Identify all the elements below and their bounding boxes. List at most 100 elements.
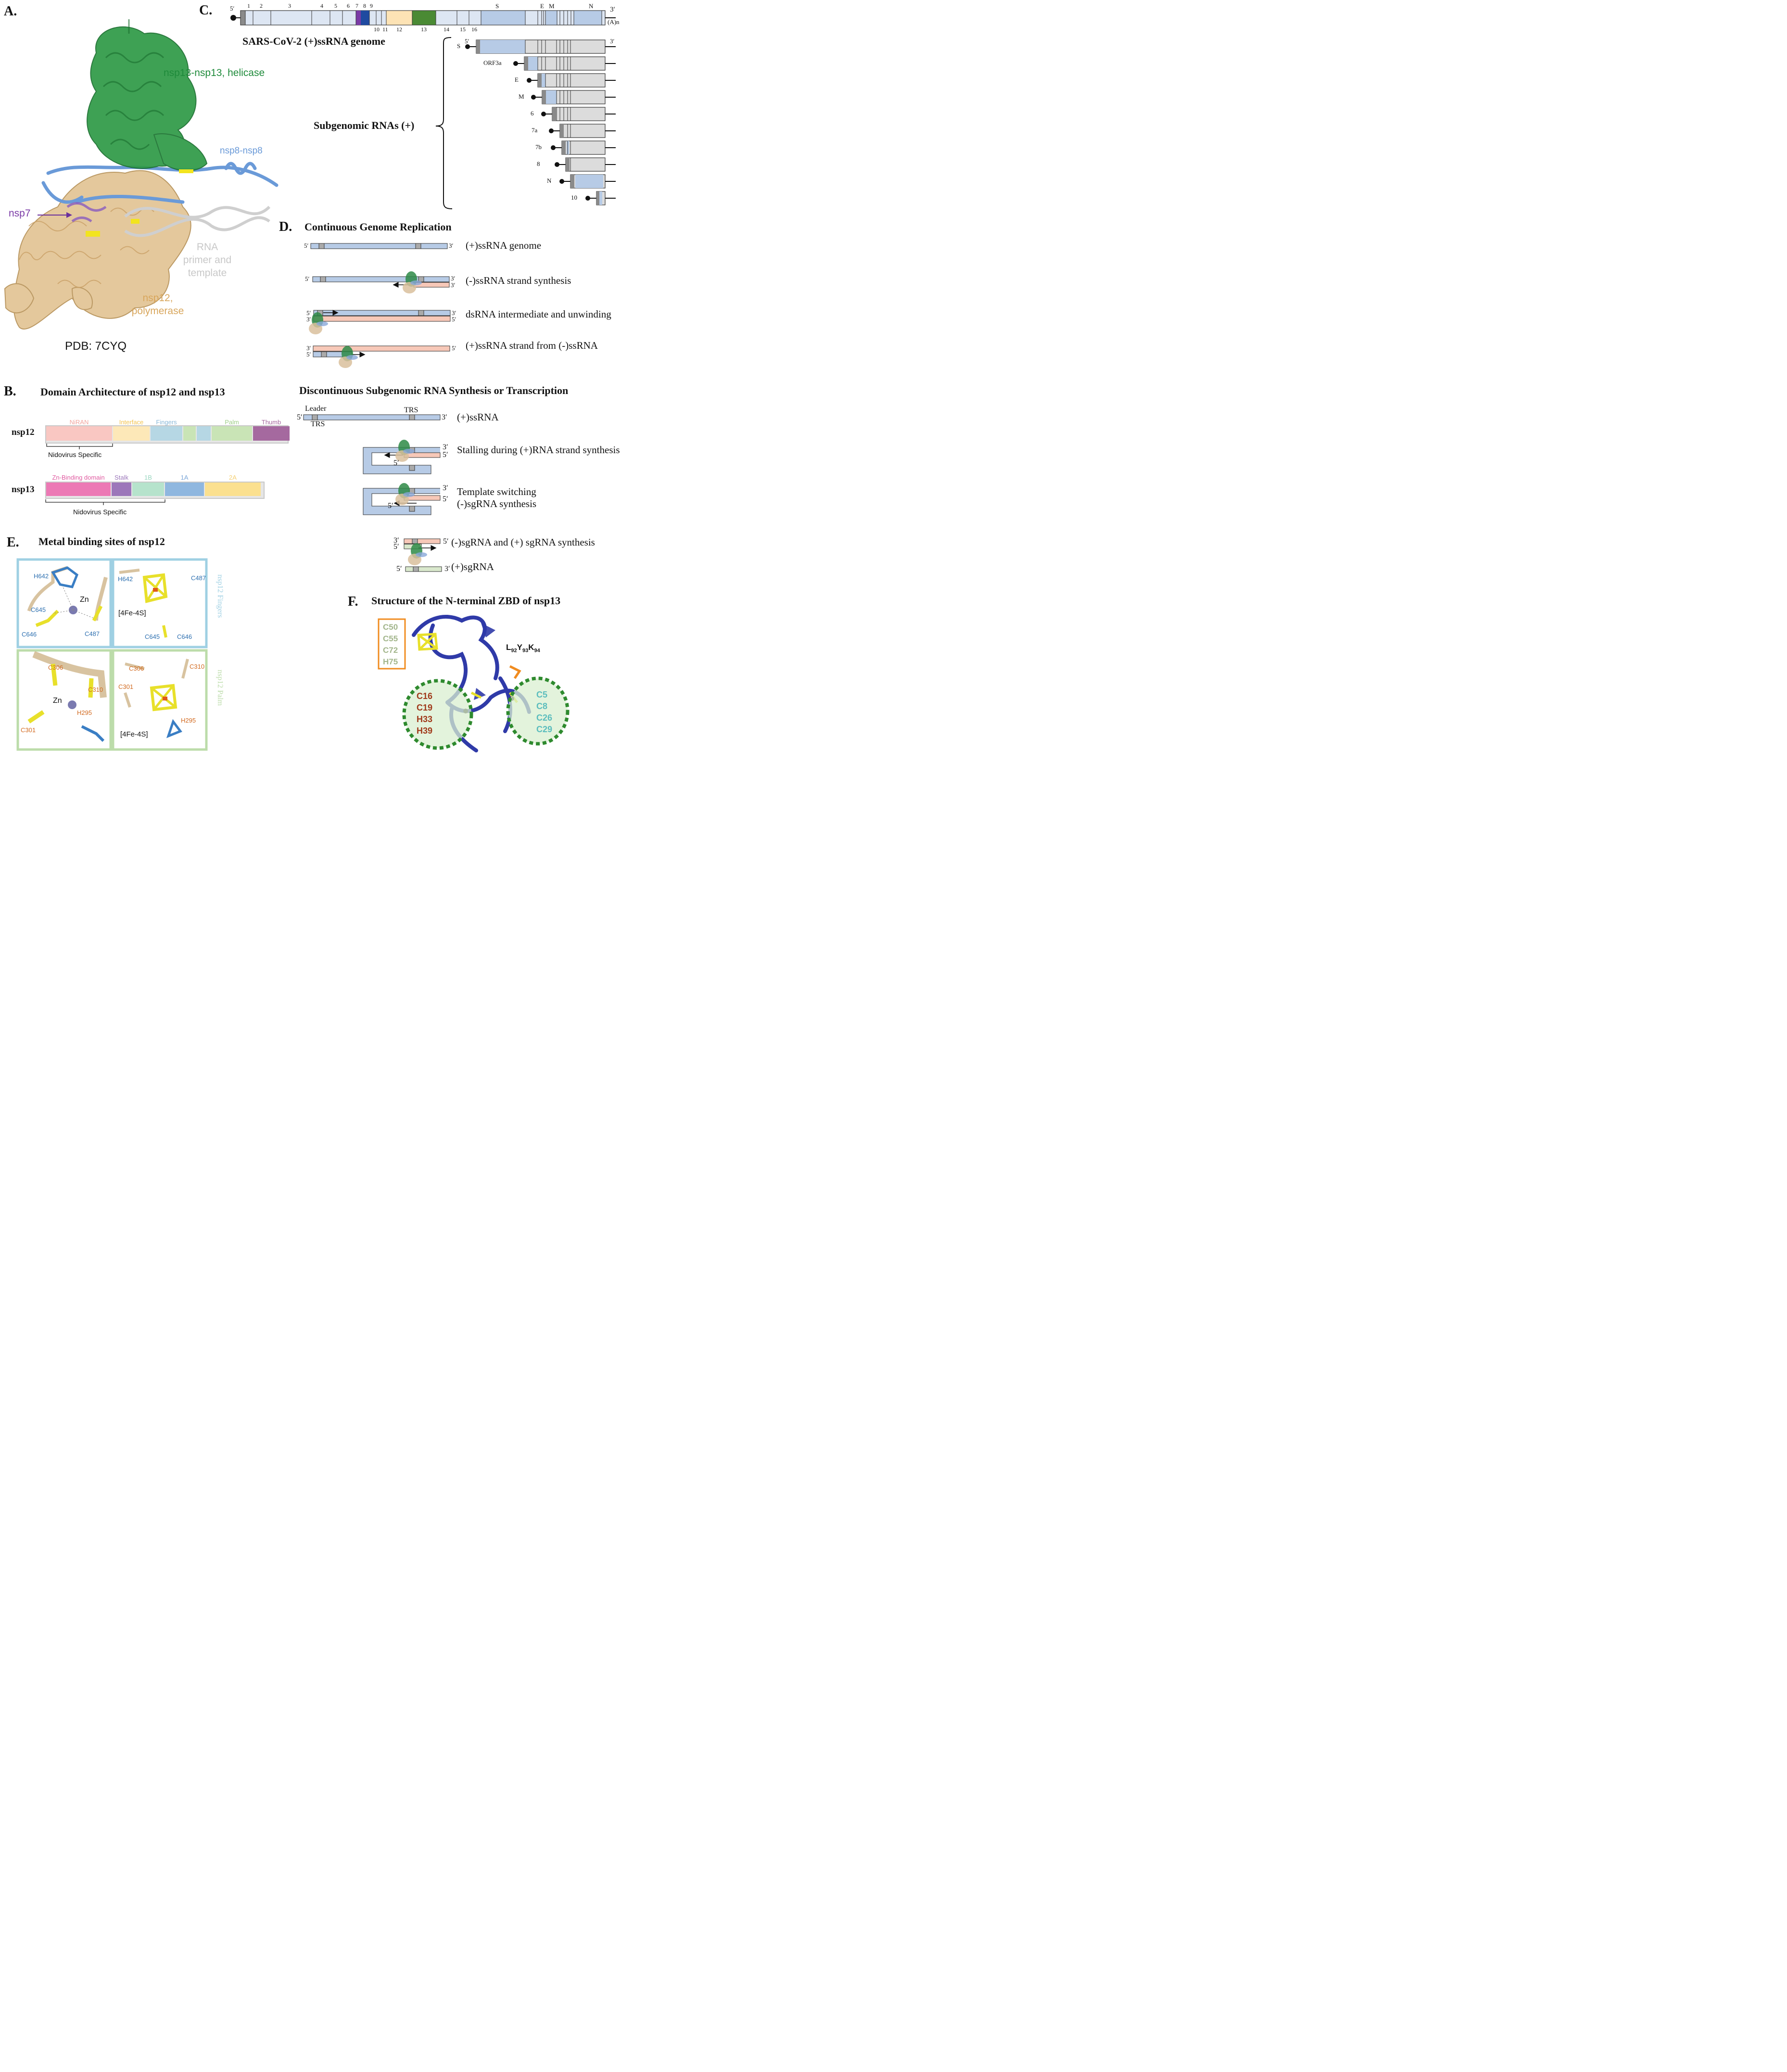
- box-res-3: C72: [383, 646, 398, 655]
- subgenomic-label: Subgenomic RNAs (+): [314, 119, 415, 131]
- sgrna-mark: [528, 57, 538, 70]
- polymerase-label-line2: polymerase: [131, 305, 184, 317]
- strand-end: 3′: [452, 309, 456, 317]
- strand-end: 5′: [452, 344, 456, 352]
- tl-c645: C645: [31, 606, 46, 613]
- genome-top-number: 2: [260, 2, 263, 9]
- nsp13-domain: [46, 483, 111, 496]
- rna-label: RNA primer and template: [181, 241, 234, 280]
- strand-end: 5′: [393, 459, 399, 467]
- strand-end: 3′: [306, 344, 311, 352]
- sgrna-label: ORF3a: [483, 59, 502, 66]
- right-site-residues: C5 C8 C26 C29: [536, 689, 552, 735]
- box-residues: C50 C55 C72 H75: [383, 622, 398, 668]
- strand-end: 5′: [297, 413, 303, 421]
- genome-bottom-number: 16: [471, 26, 477, 33]
- strand-end: 5′: [388, 502, 393, 510]
- leader-label: Leader: [305, 405, 327, 413]
- panel-e-title: Metal binding sites of nsp12: [38, 535, 165, 547]
- strand-end: 5′: [452, 316, 456, 323]
- nsp13-bracket-label: Nidovirus Specific: [73, 508, 127, 516]
- replication-diagram: [303, 243, 451, 572]
- right-res-1: C5: [536, 690, 548, 699]
- genome-top-number: 8: [363, 2, 366, 9]
- sgrna-mark: [570, 175, 574, 188]
- nsp13-name: nsp13: [12, 484, 35, 495]
- genome-label: SARS-CoV-2 (+)ssRNA genome: [242, 35, 385, 47]
- strand-end: 3′: [444, 565, 450, 573]
- sgrna-mark: [476, 40, 480, 53]
- strand-end: 5′: [443, 495, 448, 503]
- box-res-4: H75: [383, 657, 398, 666]
- genome-top-number: 7: [355, 2, 358, 9]
- tr-c645: C645: [145, 633, 160, 640]
- nsp13-domain-label: 1A: [180, 474, 189, 481]
- genome-bottom-number: 12: [396, 26, 402, 33]
- nsp13-domain: [165, 483, 204, 496]
- genome-structural-label: S: [495, 2, 499, 10]
- panel-b-title: Domain Architecture of nsp12 and nsp13: [40, 386, 225, 398]
- nsp13-domain-label: Stalk: [114, 474, 128, 481]
- d2-row5: (+)sgRNA: [451, 561, 494, 572]
- rna-helix: [124, 205, 271, 237]
- panel-a-letter: A.: [4, 4, 17, 19]
- rna-label-line3: template: [188, 267, 227, 279]
- sgrna-label: S: [457, 42, 461, 50]
- motif-n-3: 94: [534, 648, 540, 654]
- strand-end: 3′: [306, 316, 311, 323]
- nsp8-label: nsp8-nsp8: [220, 146, 263, 156]
- tr-c646: C646: [177, 633, 192, 640]
- nsp13-domain: [132, 483, 164, 496]
- sgrna-mark: [560, 124, 564, 138]
- tl-h642: H642: [34, 572, 49, 580]
- zbd-structure: [378, 615, 570, 752]
- d2-row1: (+)ssRNA: [457, 411, 499, 423]
- sg-three: 3′: [610, 38, 615, 45]
- helicase-ribbon: [87, 26, 208, 171]
- sgrna-label: E: [515, 76, 519, 83]
- panel-c-letter: C.: [199, 3, 213, 18]
- strand-end: 5′: [306, 309, 311, 317]
- left-res-2: C19: [417, 703, 433, 712]
- sgrna-mark: [537, 73, 606, 88]
- panel-f-letter: F.: [348, 594, 358, 609]
- tl-c487: C487: [85, 630, 100, 637]
- sgrna-mark: [524, 57, 528, 70]
- trs-label-1: TRS: [311, 420, 325, 428]
- genome-bottom-number: 15: [460, 26, 466, 33]
- genome-five: 5′: [230, 5, 235, 12]
- tl-c646: C646: [22, 631, 37, 638]
- sgrna-label: N: [547, 177, 552, 184]
- motif-label: L92Y93K94: [506, 643, 540, 653]
- strand-end: 5′: [304, 242, 309, 249]
- left-res-1: C16: [417, 691, 433, 701]
- d2-row2: Stalling during (+)RNA strand synthesis: [457, 444, 620, 456]
- nsp12-domain-label: Palm: [225, 419, 239, 426]
- sgrna-mark: [552, 107, 606, 121]
- bl-zn: Zn: [53, 697, 62, 705]
- sgrna-mark: [542, 90, 546, 104]
- sgrna-mark: [566, 158, 570, 171]
- genome-bottom-number: 11: [382, 26, 388, 33]
- nsp12-domain: [183, 426, 196, 441]
- genome-structural-label: N: [589, 2, 594, 10]
- nsp13-domain-label: 1B: [144, 474, 152, 481]
- sgrna-label: 7b: [535, 143, 542, 151]
- nsp13-domain: [112, 483, 131, 496]
- genome-polya: (A)n: [608, 18, 620, 25]
- strand-end: 5′: [396, 565, 402, 573]
- d-row2: (-)ssRNA strand synthesis: [466, 275, 571, 286]
- genome-bottom-number: 10: [374, 26, 380, 33]
- br-c301: C301: [118, 683, 134, 690]
- sgrna-mark: [480, 40, 525, 53]
- right-res-2: C8: [536, 701, 548, 711]
- sgrna-mark: [599, 191, 602, 205]
- tl-zn: Zn: [80, 596, 89, 604]
- nsp13-bracket: [45, 499, 165, 505]
- nsp12-name: nsp12: [12, 427, 35, 437]
- metal-site-marks: [86, 169, 193, 237]
- nsp13-domain-label: 2A: [229, 474, 237, 481]
- nsp12-domain: [212, 426, 252, 441]
- genome-top-number: 1: [247, 2, 250, 9]
- sgrna-label: 6: [531, 110, 534, 117]
